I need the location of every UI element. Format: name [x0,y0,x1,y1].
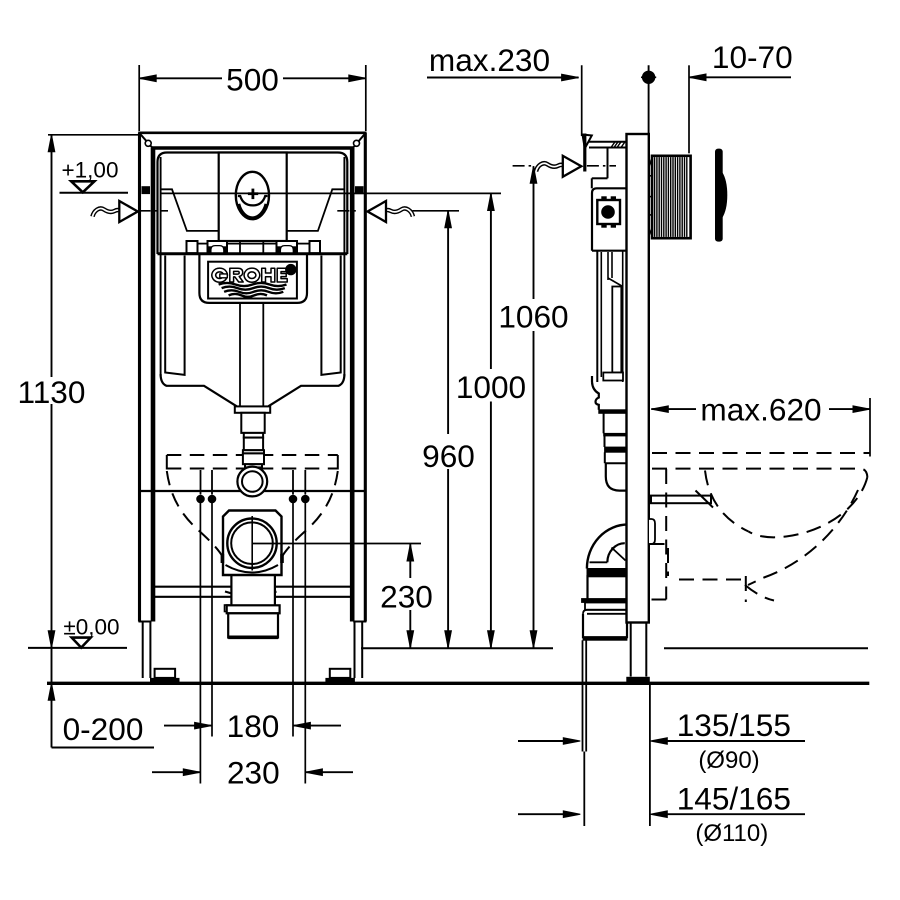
svg-text:1000: 1000 [456,369,526,405]
svg-text:10-70: 10-70 [712,39,793,75]
svg-text:0-200: 0-200 [63,711,144,747]
svg-text:180: 180 [227,708,280,744]
svg-text:500: 500 [226,62,279,98]
svg-text:max.620: max.620 [700,392,821,428]
svg-text:±0,00: ±0,00 [63,615,119,640]
svg-text:135/155: 135/155 [677,707,791,743]
svg-text:max.230: max.230 [429,42,550,78]
svg-text:1060: 1060 [498,299,568,335]
svg-text:+1,00: +1,00 [62,157,119,182]
svg-text:230: 230 [380,579,433,615]
svg-text:960: 960 [422,438,475,474]
svg-text:1130: 1130 [18,374,86,410]
svg-text:230: 230 [227,755,280,791]
svg-text:145/165: 145/165 [677,781,791,817]
svg-text:(Ø110): (Ø110) [695,820,768,847]
svg-text:(Ø90): (Ø90) [698,747,759,774]
